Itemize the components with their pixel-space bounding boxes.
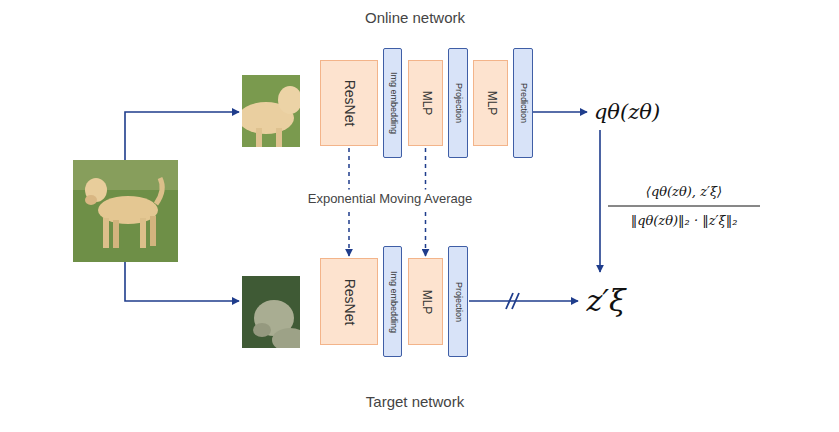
- grass-ground: [73, 160, 178, 262]
- box-label: Img embedding: [388, 72, 398, 134]
- loss-arrow: [599, 130, 601, 272]
- prediction-output: qθ(zθ): [594, 100, 660, 124]
- target-output: z′ξ: [586, 284, 625, 319]
- dog-snout: [85, 195, 97, 205]
- section-title: Online network: [365, 9, 465, 26]
- box-label: ResNet: [341, 80, 356, 127]
- box-label: MLP: [419, 289, 432, 314]
- backbone-box: ResNet: [320, 258, 378, 345]
- embedding-box: Img embedding: [383, 48, 402, 158]
- box-label: Prediction: [518, 83, 528, 123]
- ema-label: Exponential Moving Average: [304, 190, 477, 209]
- similarity-numerator: ⟨qθ(zθ), z′ξ⟩: [646, 185, 722, 200]
- output-arrow: [469, 300, 578, 302]
- dog-crop: [242, 75, 300, 147]
- box-label: MLP: [484, 91, 497, 116]
- section-title: Target network: [366, 393, 464, 410]
- projection-box: Projection: [448, 246, 468, 357]
- box-label: Projection: [453, 281, 463, 321]
- dog-leg: [113, 220, 119, 248]
- dog-photo: [73, 160, 178, 262]
- mlp-box: MLP: [408, 60, 443, 146]
- box-label: Img embedding: [388, 270, 398, 332]
- input-arrow: [125, 262, 239, 301]
- backbone-box: ResNet: [320, 60, 378, 146]
- dog-leg: [140, 218, 146, 248]
- fraction-bar: [608, 206, 760, 207]
- dog-body: [272, 328, 300, 348]
- similarity-denominator: ‖qθ(zθ)‖₂ · ‖z′ξ‖₂: [631, 214, 738, 229]
- dog-snout: [253, 323, 271, 337]
- box-label: ResNet: [341, 278, 356, 325]
- box-label: MLP: [419, 91, 432, 116]
- stop-gradient-mark: [506, 293, 519, 309]
- embedding-box: Img embedding: [383, 246, 402, 357]
- dog-leg: [256, 128, 262, 147]
- dog-leg: [276, 128, 282, 147]
- dog-leg: [150, 216, 156, 246]
- dog-head: [278, 86, 300, 114]
- input-arrow: [125, 112, 239, 160]
- box-label: Projection: [453, 83, 463, 123]
- dog-tail: [156, 178, 162, 204]
- dog-crop: [242, 276, 300, 348]
- prediction-box: Prediction: [513, 48, 533, 158]
- mlp-box: MLP: [408, 258, 443, 345]
- dog-leg: [103, 218, 109, 248]
- mlp-box: MLP: [473, 60, 508, 146]
- projection-box: Projection: [448, 48, 468, 158]
- output-arrow: [533, 111, 587, 113]
